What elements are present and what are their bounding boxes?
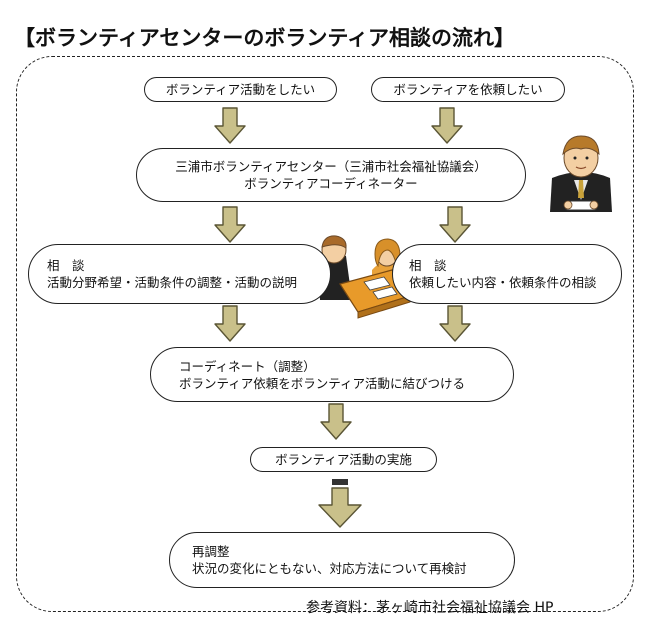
arrow-down: [439, 305, 471, 342]
arrow-down: [439, 206, 471, 243]
want-request-label: ボランティアを依頼したい: [393, 82, 543, 97]
source-note: 参考資料：茅ヶ崎市社会福祉協議会 HP: [306, 600, 554, 616]
arrow-down: [214, 305, 246, 342]
coordinate-heading: コーディネート（調整）: [179, 358, 316, 374]
coordinate-body: ボランティア依頼をボランティア活動に結びつける: [179, 375, 466, 391]
want-activity-label: ボランティア活動をしたい: [165, 82, 316, 97]
implement-label: ボランティア活動の実施: [275, 452, 412, 467]
coordinator-label: ボランティアコーディネーター: [244, 176, 418, 191]
volunteer-center-box: 三浦市ボランティアセンター（三浦市社会福祉協議会） ボランティアコーディネーター: [136, 148, 526, 202]
consult-volunteer-box: 相 談 活動分野希望・活動条件の調整・活動の説明: [28, 244, 331, 304]
consult-requester-heading: 相 談: [409, 258, 447, 273]
arrow-down: [431, 107, 463, 144]
want-activity-box: ボランティア活動をしたい: [144, 77, 337, 102]
consult-volunteer-heading: 相 談: [47, 258, 85, 273]
readjust-box: 再調整 状況の変化にともない、対応方法について再検討: [169, 532, 515, 588]
readjust-heading: 再調整: [192, 544, 230, 559]
consult-volunteer-body: 活動分野希望・活動条件の調整・活動の説明: [47, 275, 298, 290]
consult-requester-box: 相 談 依頼したい内容・依頼条件の相談: [392, 244, 622, 304]
volunteer-center-name: 三浦市ボランティアセンター（三浦市社会福祉協議会）: [175, 159, 487, 174]
arrow-down: [214, 107, 246, 144]
readjust-body: 状況の変化にともない、対応方法について再検討: [192, 561, 467, 576]
dashed-frame: [16, 56, 634, 612]
coordinator-illustration: [550, 135, 612, 212]
page-title: 【ボランティアセンターのボランティア相談の流れ】: [14, 26, 516, 50]
want-request-box: ボランティアを依頼したい: [371, 77, 565, 102]
implement-box: ボランティア活動の実施: [250, 447, 437, 472]
coordinate-box: コーディネート（調整） ボランティア依頼をボランティア活動に結びつける: [150, 347, 514, 402]
arrow-down: [320, 403, 352, 440]
consultation-illustration: [318, 235, 411, 319]
consult-requester-body: 依頼したい内容・依頼条件の相談: [409, 275, 597, 290]
arrow-down-large: [318, 479, 362, 528]
arrow-down: [214, 206, 246, 243]
